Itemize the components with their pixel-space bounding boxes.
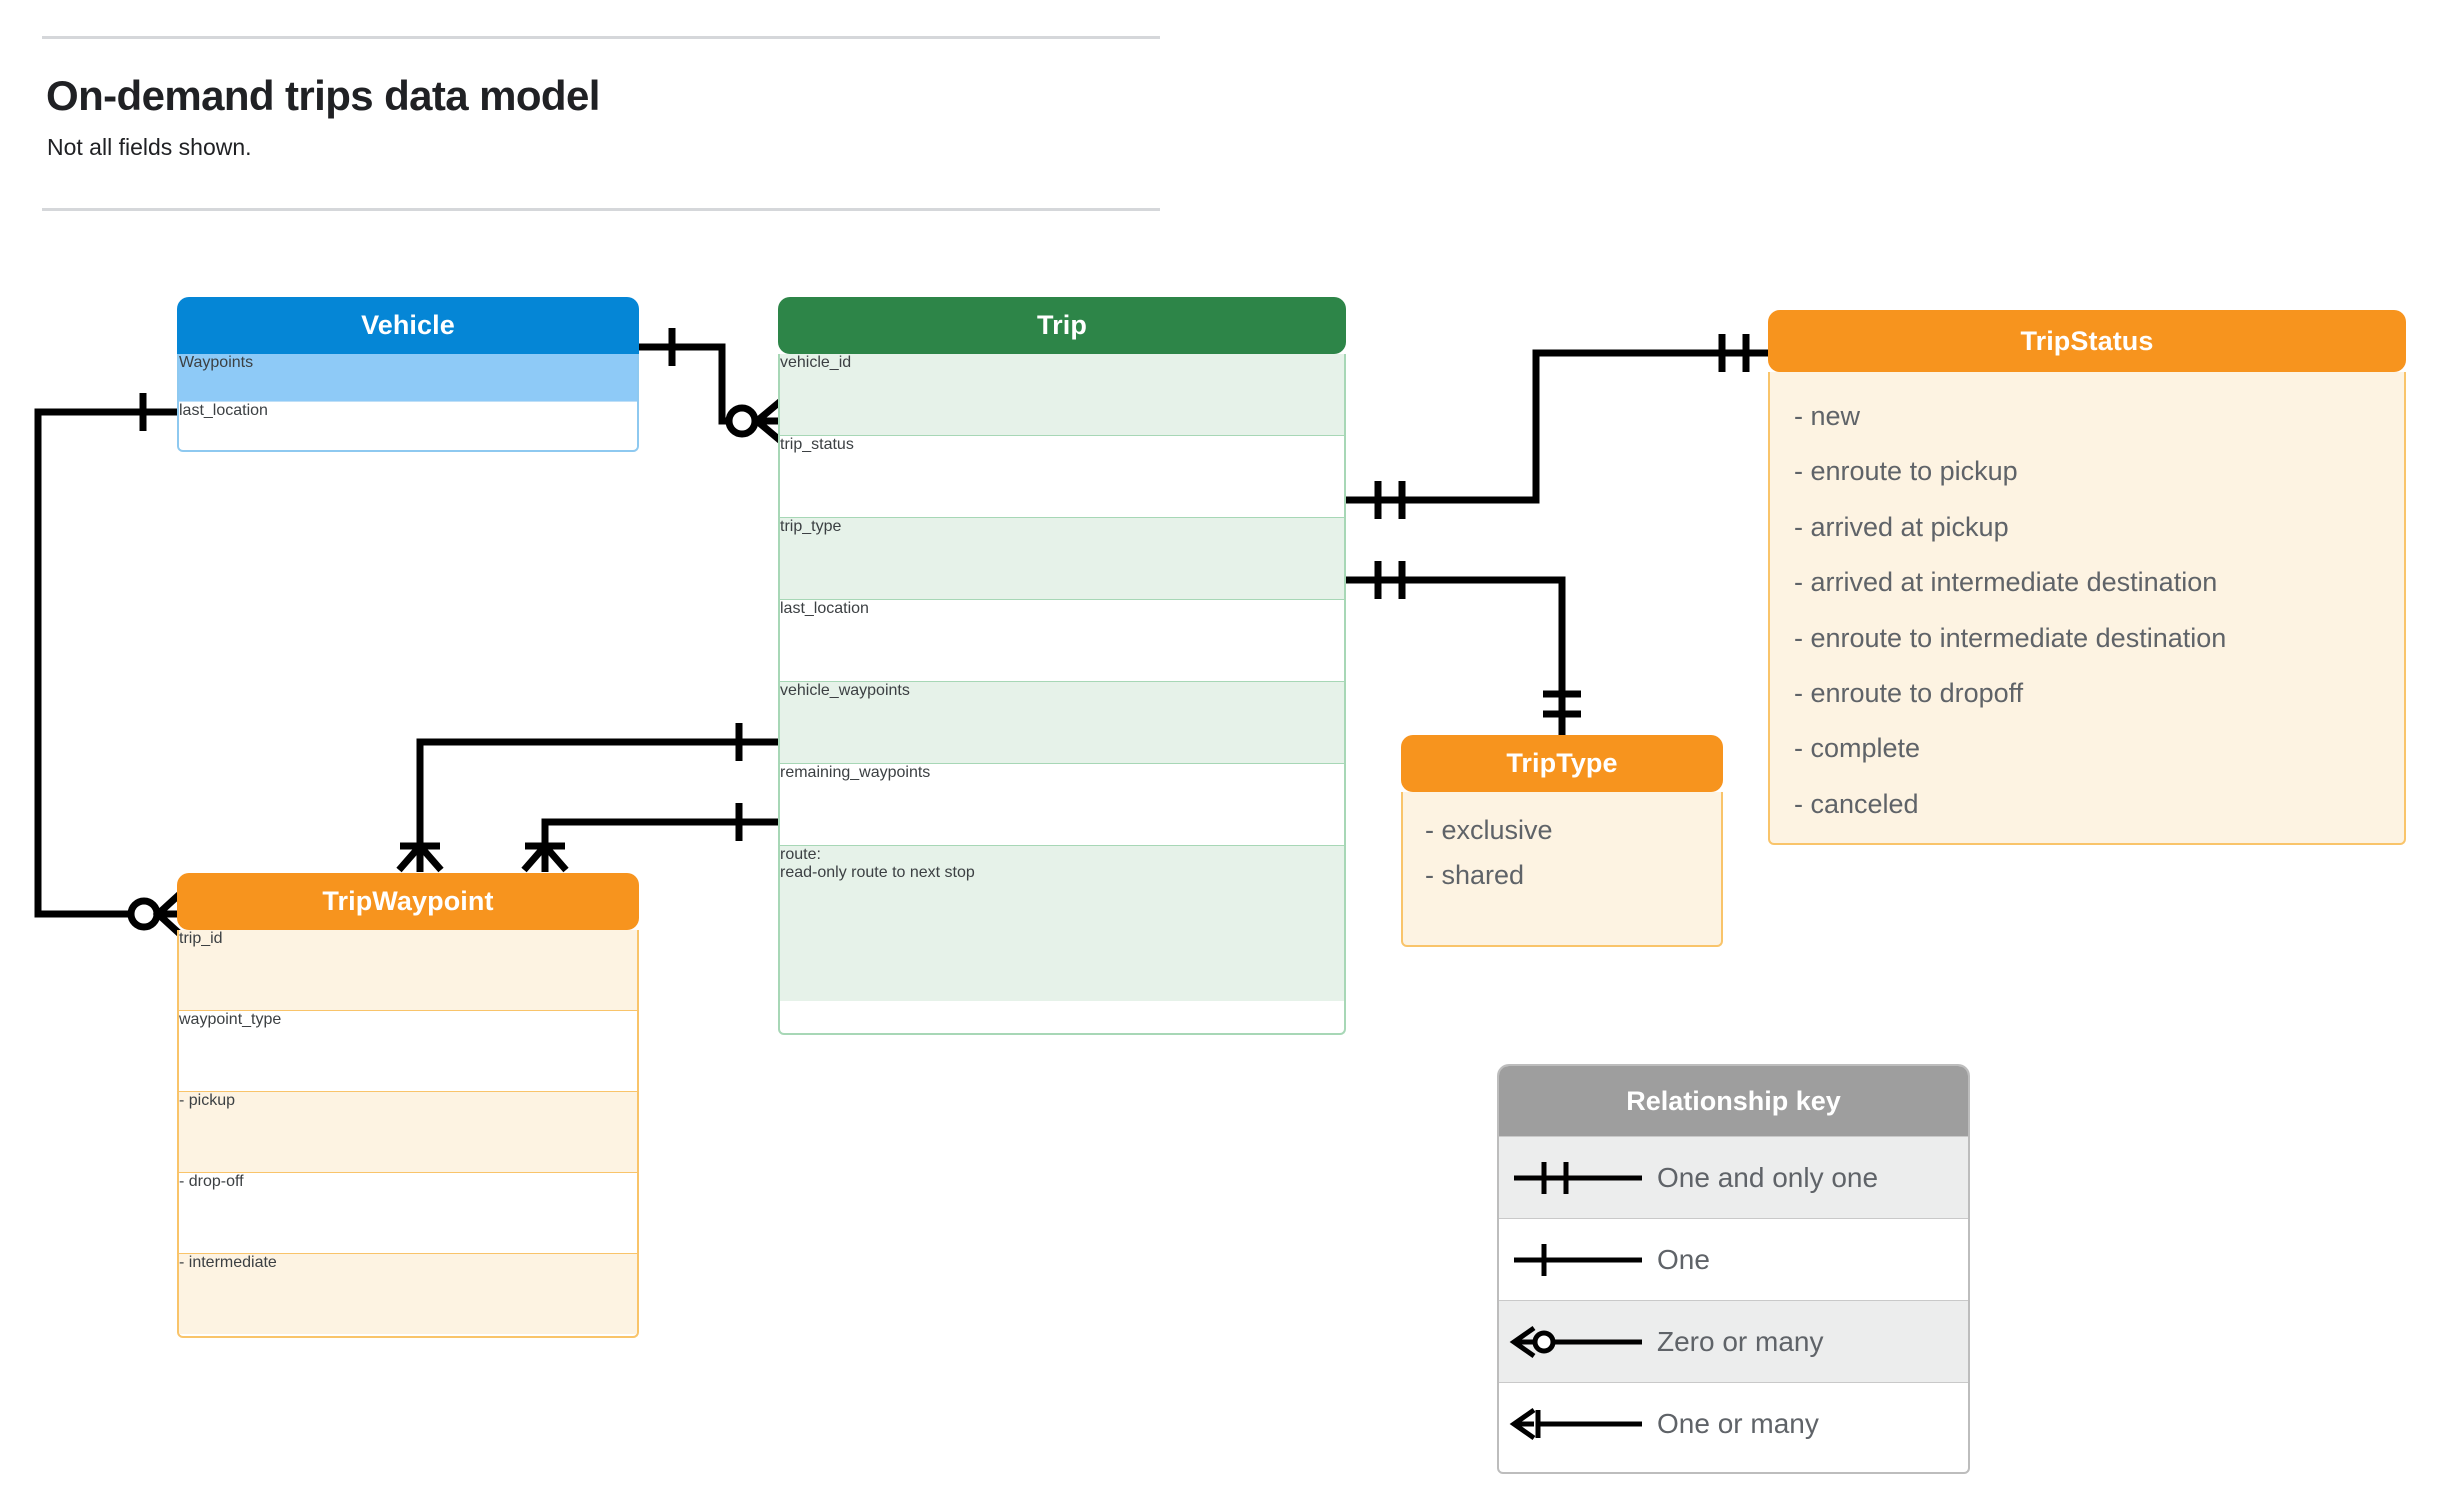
one-or-many-icon [1499, 1402, 1657, 1446]
tripstatus-value: - complete [1794, 733, 1921, 764]
entity-triptype[interactable]: TripType [1401, 735, 1723, 792]
entity-vehicle-title: Vehicle [177, 297, 639, 354]
tripstatus-value: - enroute to dropoff [1794, 677, 2024, 708]
tripstatus-value: - enroute to intermediate destination [1794, 622, 2227, 653]
field-trip-vehicle-waypoints[interactable]: vehicle_waypoints [780, 682, 1344, 764]
entity-trip[interactable]: Trip [778, 297, 1346, 354]
entity-tripstatus-values: - new - enroute to pickup - arrived at p… [1768, 372, 2406, 845]
field-trip-route[interactable]: route: read-only route to next stop [780, 846, 1344, 1001]
triptype-value: - shared [1425, 860, 1525, 891]
legend-label: One [1657, 1243, 1710, 1275]
legend-row-one-or-many: One or many [1499, 1382, 1968, 1464]
field-trip-route-line2: read-only route to next stop [780, 864, 975, 881]
field-trip-trip-type[interactable]: trip_type [780, 518, 1344, 600]
wire-remaining-waypoints [541, 818, 778, 866]
field-tripwaypoint-waypoint-type[interactable]: waypoint_type [179, 1011, 637, 1092]
entity-tripwaypoint-title: TripWaypoint [177, 873, 639, 930]
legend-row-one: One [1499, 1218, 1968, 1300]
wire-triptype [1346, 576, 1566, 735]
field-vehicle-last-location[interactable]: last_location [179, 401, 637, 449]
legend-row-zero-or-many: Zero or many [1499, 1300, 1968, 1382]
entity-vehicle[interactable]: Vehicle [177, 297, 639, 400]
tripstatus-value: - canceled [1794, 788, 1919, 819]
field-vehicle-waypoints[interactable]: Waypoints [179, 354, 637, 401]
field-trip-vehicle-id[interactable]: vehicle_id [780, 354, 1344, 436]
entity-tripstatus-title: TripStatus [1768, 310, 2406, 372]
tripstatus-value: - enroute to pickup [1794, 456, 2018, 487]
entity-vehicle-fields: Waypoints last_location [177, 354, 639, 452]
one-and-only-one-icon [1499, 1156, 1657, 1200]
field-trip-trip-status[interactable]: trip_status [780, 436, 1344, 518]
legend-label: One or many [1657, 1407, 1819, 1439]
entity-tripwaypoint[interactable]: TripWaypoint [177, 873, 639, 930]
entity-triptype-values: - exclusive - shared [1401, 792, 1723, 947]
legend-label: One and only one [1657, 1161, 1879, 1193]
page-title: On-demand trips data model [46, 72, 600, 119]
relationship-key-panel: Relationship key One and only one [1497, 1064, 1970, 1474]
entity-tripwaypoint-fields: trip_id waypoint_type - pickup - drop-of… [177, 930, 639, 1338]
one-icon [1499, 1238, 1657, 1282]
entity-triptype-title: TripType [1401, 735, 1723, 792]
entity-tripstatus[interactable]: TripStatus [1768, 310, 2406, 372]
field-tripwaypoint-pickup[interactable]: - pickup [179, 1092, 637, 1173]
zero-or-many-icon [1499, 1320, 1657, 1364]
field-trip-last-location[interactable]: last_location [780, 600, 1344, 682]
field-trip-remaining-waypoints[interactable]: remaining_waypoints [780, 764, 1344, 846]
tripstatus-value: - new [1794, 401, 1861, 431]
tripstatus-value: - arrived at pickup [1794, 511, 2009, 542]
legend-row-one-and-only-one: One and only one [1499, 1136, 1968, 1218]
entity-trip-fields: vehicle_id trip_status trip_type last_lo… [778, 354, 1346, 1035]
wire-waypoints-to-tripwaypoint [34, 408, 177, 918]
field-tripwaypoint-drop-off[interactable]: - drop-off [179, 1173, 637, 1254]
field-tripwaypoint-intermediate[interactable]: - intermediate [179, 1254, 637, 1334]
page-subtitle: Not all fields shown. [47, 134, 252, 160]
header-divider-top [42, 36, 1160, 39]
field-tripwaypoint-trip-id[interactable]: trip_id [179, 930, 637, 1011]
wire-vehicle-waypoints [416, 738, 778, 866]
field-trip-route-line1: route: [780, 846, 821, 863]
header-divider-bottom [42, 208, 1160, 211]
tripstatus-value: - arrived at intermediate destination [1794, 567, 2218, 598]
relationship-key-title: Relationship key [1499, 1066, 1968, 1136]
wire-vehicle-to-trip [639, 343, 768, 425]
legend-label: Zero or many [1657, 1325, 1824, 1357]
entity-trip-title: Trip [778, 297, 1346, 354]
wire-tripstatus [1346, 349, 1768, 504]
triptype-value: - exclusive [1425, 815, 1553, 845]
